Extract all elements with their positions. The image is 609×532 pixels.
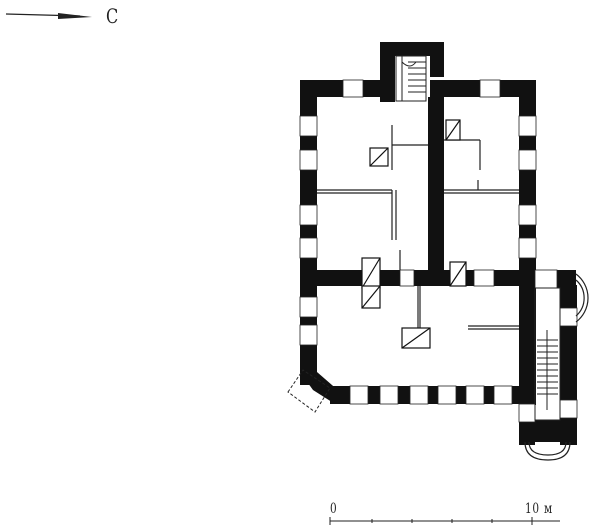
right-staircase [534,287,561,421]
north-label: С [106,4,119,28]
windows [299,79,578,423]
scale-bar [329,517,560,525]
stoves [361,119,467,349]
top-staircase [395,55,427,102]
scale-start-label: 0 [330,501,337,517]
scale-end-label: 10 м [525,501,553,517]
north-arrow-icon [5,13,92,19]
corner-bay [287,369,331,413]
porches [524,273,589,461]
interior-partitions [317,125,519,330]
